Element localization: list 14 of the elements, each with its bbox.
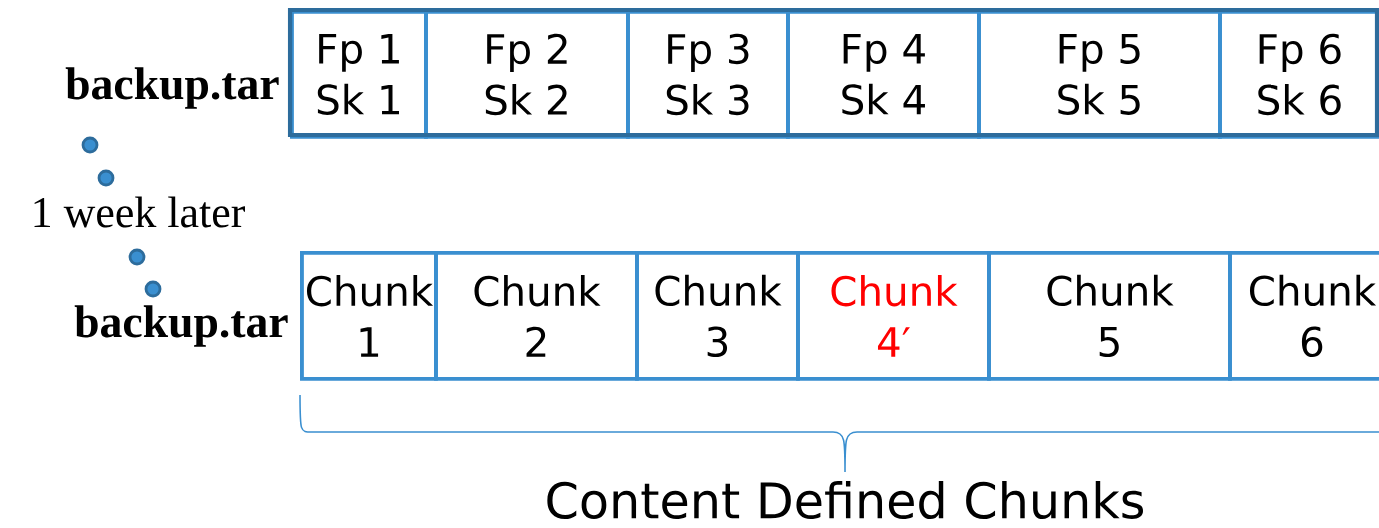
cell: Fp 5 Sk 5 [977, 10, 1222, 139]
cell: Fp 4 Sk 4 [786, 10, 981, 139]
cell: Chunk 2 [434, 251, 639, 381]
cell: Fp 2 Sk 2 [424, 10, 630, 139]
cell: Fp 3 Sk 3 [626, 10, 790, 139]
cell: Chunk 3 [635, 251, 800, 381]
cell: Fp 6 Sk 6 [1218, 10, 1379, 139]
cell: Chunk 5 [987, 251, 1232, 381]
cell: Fp 1 Sk 1 [290, 10, 428, 139]
cell: Chunk 4′ [796, 251, 991, 381]
brace-label: Content Defined Chunks [547, 480, 1143, 520]
cell: Chunk 6 [1228, 251, 1379, 381]
cell: Chunk 1 [300, 251, 438, 381]
time-note: 1 week later [34, 196, 245, 228]
